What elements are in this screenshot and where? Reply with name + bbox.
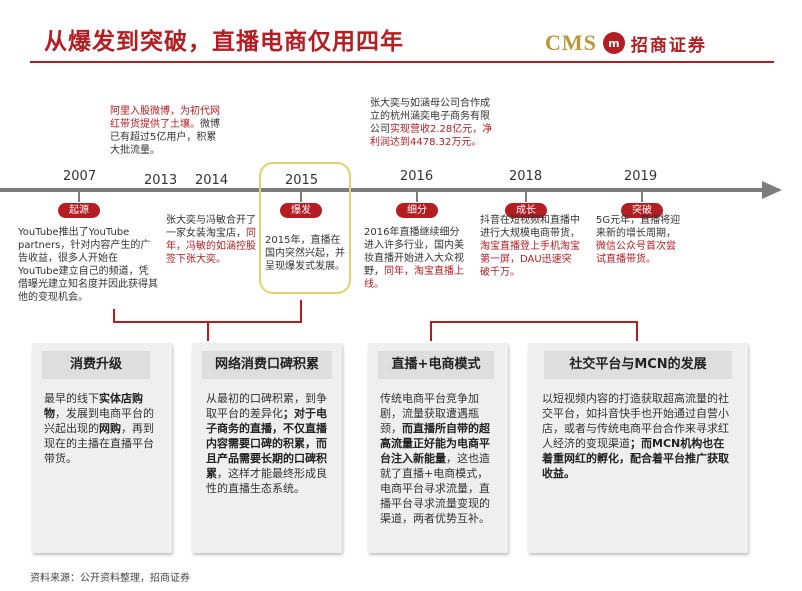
note-2014-red: 同年，冯敏的如涵控股签下张大奕。	[166, 228, 256, 265]
card-title: 社交平台与MCN的发展	[544, 351, 732, 379]
cms-logo: CMS m 招商证券	[545, 30, 707, 56]
card-text-bold: 网购	[99, 422, 121, 435]
card-text: ，这样才能最终形成良性的直播生态系统。	[206, 467, 327, 495]
card-body: 以短视频内容的打造获取超高流量的社交平台，如抖音快手也开始通过自营小店，或者与传…	[528, 379, 748, 481]
year-2013: 2013	[144, 173, 178, 188]
logo-name: 招商证券	[630, 35, 707, 56]
note-2016-top: 张大奕与如涵母公司合作成立的杭州涵奕电子商务有限公司实现营收2.28亿元，净利润…	[370, 97, 498, 149]
year-2019: 2019	[624, 169, 658, 184]
note-2016-text: 2016年直播继续细分进入许多行业，国内美妆直播开始进入大众视野，	[364, 227, 464, 277]
card-live-ecommerce: 直播+电商模式 传统电商平台竞争加剧，流量获取遭遇瓶颈，而直播所自带的超高流量正…	[368, 343, 508, 553]
note-2013-text: 微博已有超过5亿用户，积累大批流量。	[110, 119, 220, 156]
card-body: 传统电商平台竞争加剧，流量获取遭遇瓶颈，而直播所自带的超高流量正好能为电商平台注…	[368, 379, 508, 526]
note-2007: YouTube推出了YouTube partners，针对内容产生的广告收益，很…	[18, 227, 158, 303]
connector-right-v2	[636, 321, 638, 341]
year-2014: 2014	[195, 173, 229, 188]
stage-breakthrough-badge: 突破	[621, 203, 663, 218]
card-title: 网络消费口碑积累	[202, 351, 332, 379]
logo-brand: CMS	[545, 30, 597, 55]
tick-2007	[78, 192, 80, 202]
note-2013-red: 阿里入股微博，为初代网红带货提供了土壤。	[110, 106, 220, 130]
tick-2016	[416, 192, 418, 202]
note-2016: 2016年直播继续细分进入许多行业，国内美妆直播开始进入大众视野，同年，淘宝直播…	[364, 226, 464, 291]
title-divider	[30, 61, 774, 63]
connector-right-h	[430, 321, 638, 323]
card-text: ，这也造就了直播+电商模式，电商平台寻求流量，直播平台寻求流量变现的渠道，两者优…	[380, 452, 490, 525]
note-2019: 5G元年，直播将迎来新的增长周期，微信公众号首次尝试直播带货。	[596, 214, 682, 266]
note-2019-text: 5G元年，直播将迎来新的增长周期，	[596, 215, 681, 239]
note-2014-text: 张大奕与冯敏合开了一家女装淘宝店，	[166, 215, 256, 239]
timeline-axis	[0, 188, 770, 192]
connector-left-v1	[113, 309, 115, 323]
note-2016-red: 同年，淘宝直播上线。	[364, 266, 464, 290]
note-2016-top-red: 实现营收2.28亿元，净利润达到4478.32万元。	[370, 124, 493, 148]
note-2019-red: 微信公众号首次尝试直播带货。	[596, 241, 676, 265]
card-body: 最早的线下实体店购物，发展到电商平台的兴起出现的网购，再到现在的主播在直播平台带…	[32, 379, 172, 466]
card-text: ，再到现在的主播在直播平台带货。	[44, 422, 154, 465]
card-social-mcn: 社交平台与MCN的发展 以短视频内容的打造获取超高流量的社交平台，如抖音快手也开…	[528, 343, 748, 553]
card-text-bold: 而直播所自带的超高流量正好能为电商平台注入新能量	[380, 422, 490, 465]
tick-2019	[641, 192, 643, 202]
card-consumption-upgrade: 消费升级 最早的线下实体店购物，发展到电商平台的兴起出现的网购，再到现在的主播在…	[32, 343, 172, 553]
card-text: 以短视频内容的打造获取超高流量的社交平台，如抖音快手也开始通过自营小店，或者与传…	[542, 392, 729, 450]
card-text: 从最初的口碑积累，到争取平台的差异化	[206, 392, 327, 420]
card-text-bold: ；对于电子商务的直播，不仅直播内容需要口碑的积累，而且产品需要长期的口碑积累	[206, 407, 327, 480]
card-text: 最早的线下	[44, 392, 99, 405]
year-2007: 2007	[63, 169, 97, 184]
note-2018-red: 淘宝直播登上手机淘宝第一屏，DAU迅速突破千万。	[480, 241, 580, 278]
connector-left-v2	[300, 300, 302, 323]
card-text: 传统电商平台竞争加剧，流量获取遭遇瓶颈，	[380, 392, 479, 435]
card-title: 直播+电商模式	[378, 351, 494, 379]
note-2015: 2015年，直播在国内突然兴起，并呈现爆发式发展。	[265, 235, 345, 272]
card-text: ，发展到电商平台的兴起出现的	[44, 407, 154, 435]
stage-segment-badge: 细分	[396, 203, 438, 218]
year-2016: 2016	[400, 169, 434, 184]
year-2015: 2015	[285, 173, 319, 188]
stage-origin-badge: 起源	[58, 203, 100, 218]
note-2013: 阿里入股微博，为初代网红带货提供了土壤。微博已有超过5亿用户，积累大批流量。	[110, 105, 222, 157]
tick-2018	[525, 192, 527, 202]
note-2014: 张大奕与冯敏合开了一家女装淘宝店，同年，冯敏的如涵控股签下张大奕。	[166, 214, 256, 266]
note-2018-text: 抖音在短视频和直播中进行大规模电商带货，	[480, 215, 580, 239]
card-word-of-mouth: 网络消费口碑积累 从最初的口碑积累，到争取平台的差异化；对于电子商务的直播，不仅…	[192, 343, 342, 553]
source-note: 资料来源：公开资料整理，招商证券	[30, 573, 190, 584]
year-2018: 2018	[509, 169, 543, 184]
stage-burst-badge: 爆发	[280, 203, 322, 218]
connector-right-v1	[430, 321, 432, 341]
card-title: 消费升级	[42, 351, 150, 379]
note-2018: 抖音在短视频和直播中进行大规模电商带货，淘宝直播登上手机淘宝第一屏，DAU迅速突…	[480, 214, 580, 279]
page-title: 从爆发到突破，直播电商仅用四年	[44, 29, 404, 55]
stage-growth-badge: 成长	[505, 203, 547, 218]
note-2016-top-text: 张大奕与如涵母公司合作成立的杭州涵奕电子商务有限公司	[370, 98, 490, 135]
card-body: 从最初的口碑积累，到争取平台的差异化；对于电子商务的直播，不仅直播内容需要口碑的…	[192, 379, 342, 496]
tick-2015	[300, 192, 302, 202]
logo-mark-icon: m	[602, 32, 625, 54]
year-2015-highlight	[259, 162, 351, 294]
timeline-arrow-icon	[762, 181, 782, 199]
card-text-bold: 实体店购物	[44, 392, 143, 420]
card-text-bold: ；而MCN机构也在着重网红的孵化，配合着平台推广获取收益。	[542, 437, 729, 480]
connector-left-stem	[207, 321, 209, 341]
